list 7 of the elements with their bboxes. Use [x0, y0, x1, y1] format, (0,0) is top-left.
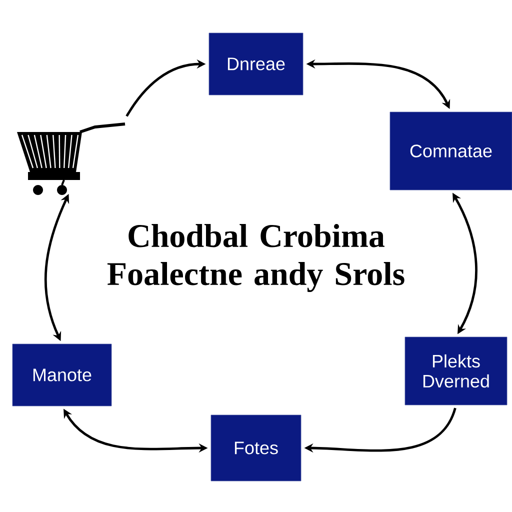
process-box: Plekts Dverned — [404, 336, 508, 406]
shopping-cart-drawing — [17, 122, 126, 195]
process-box: Fotes — [210, 414, 302, 482]
process-box: Manote — [12, 344, 112, 406]
process-box: Dnreae — [208, 32, 304, 96]
heading-text: Chodbal Crobima Foalectne andy Srols — [107, 224, 404, 292]
process-box: Comnatae — [390, 112, 512, 190]
